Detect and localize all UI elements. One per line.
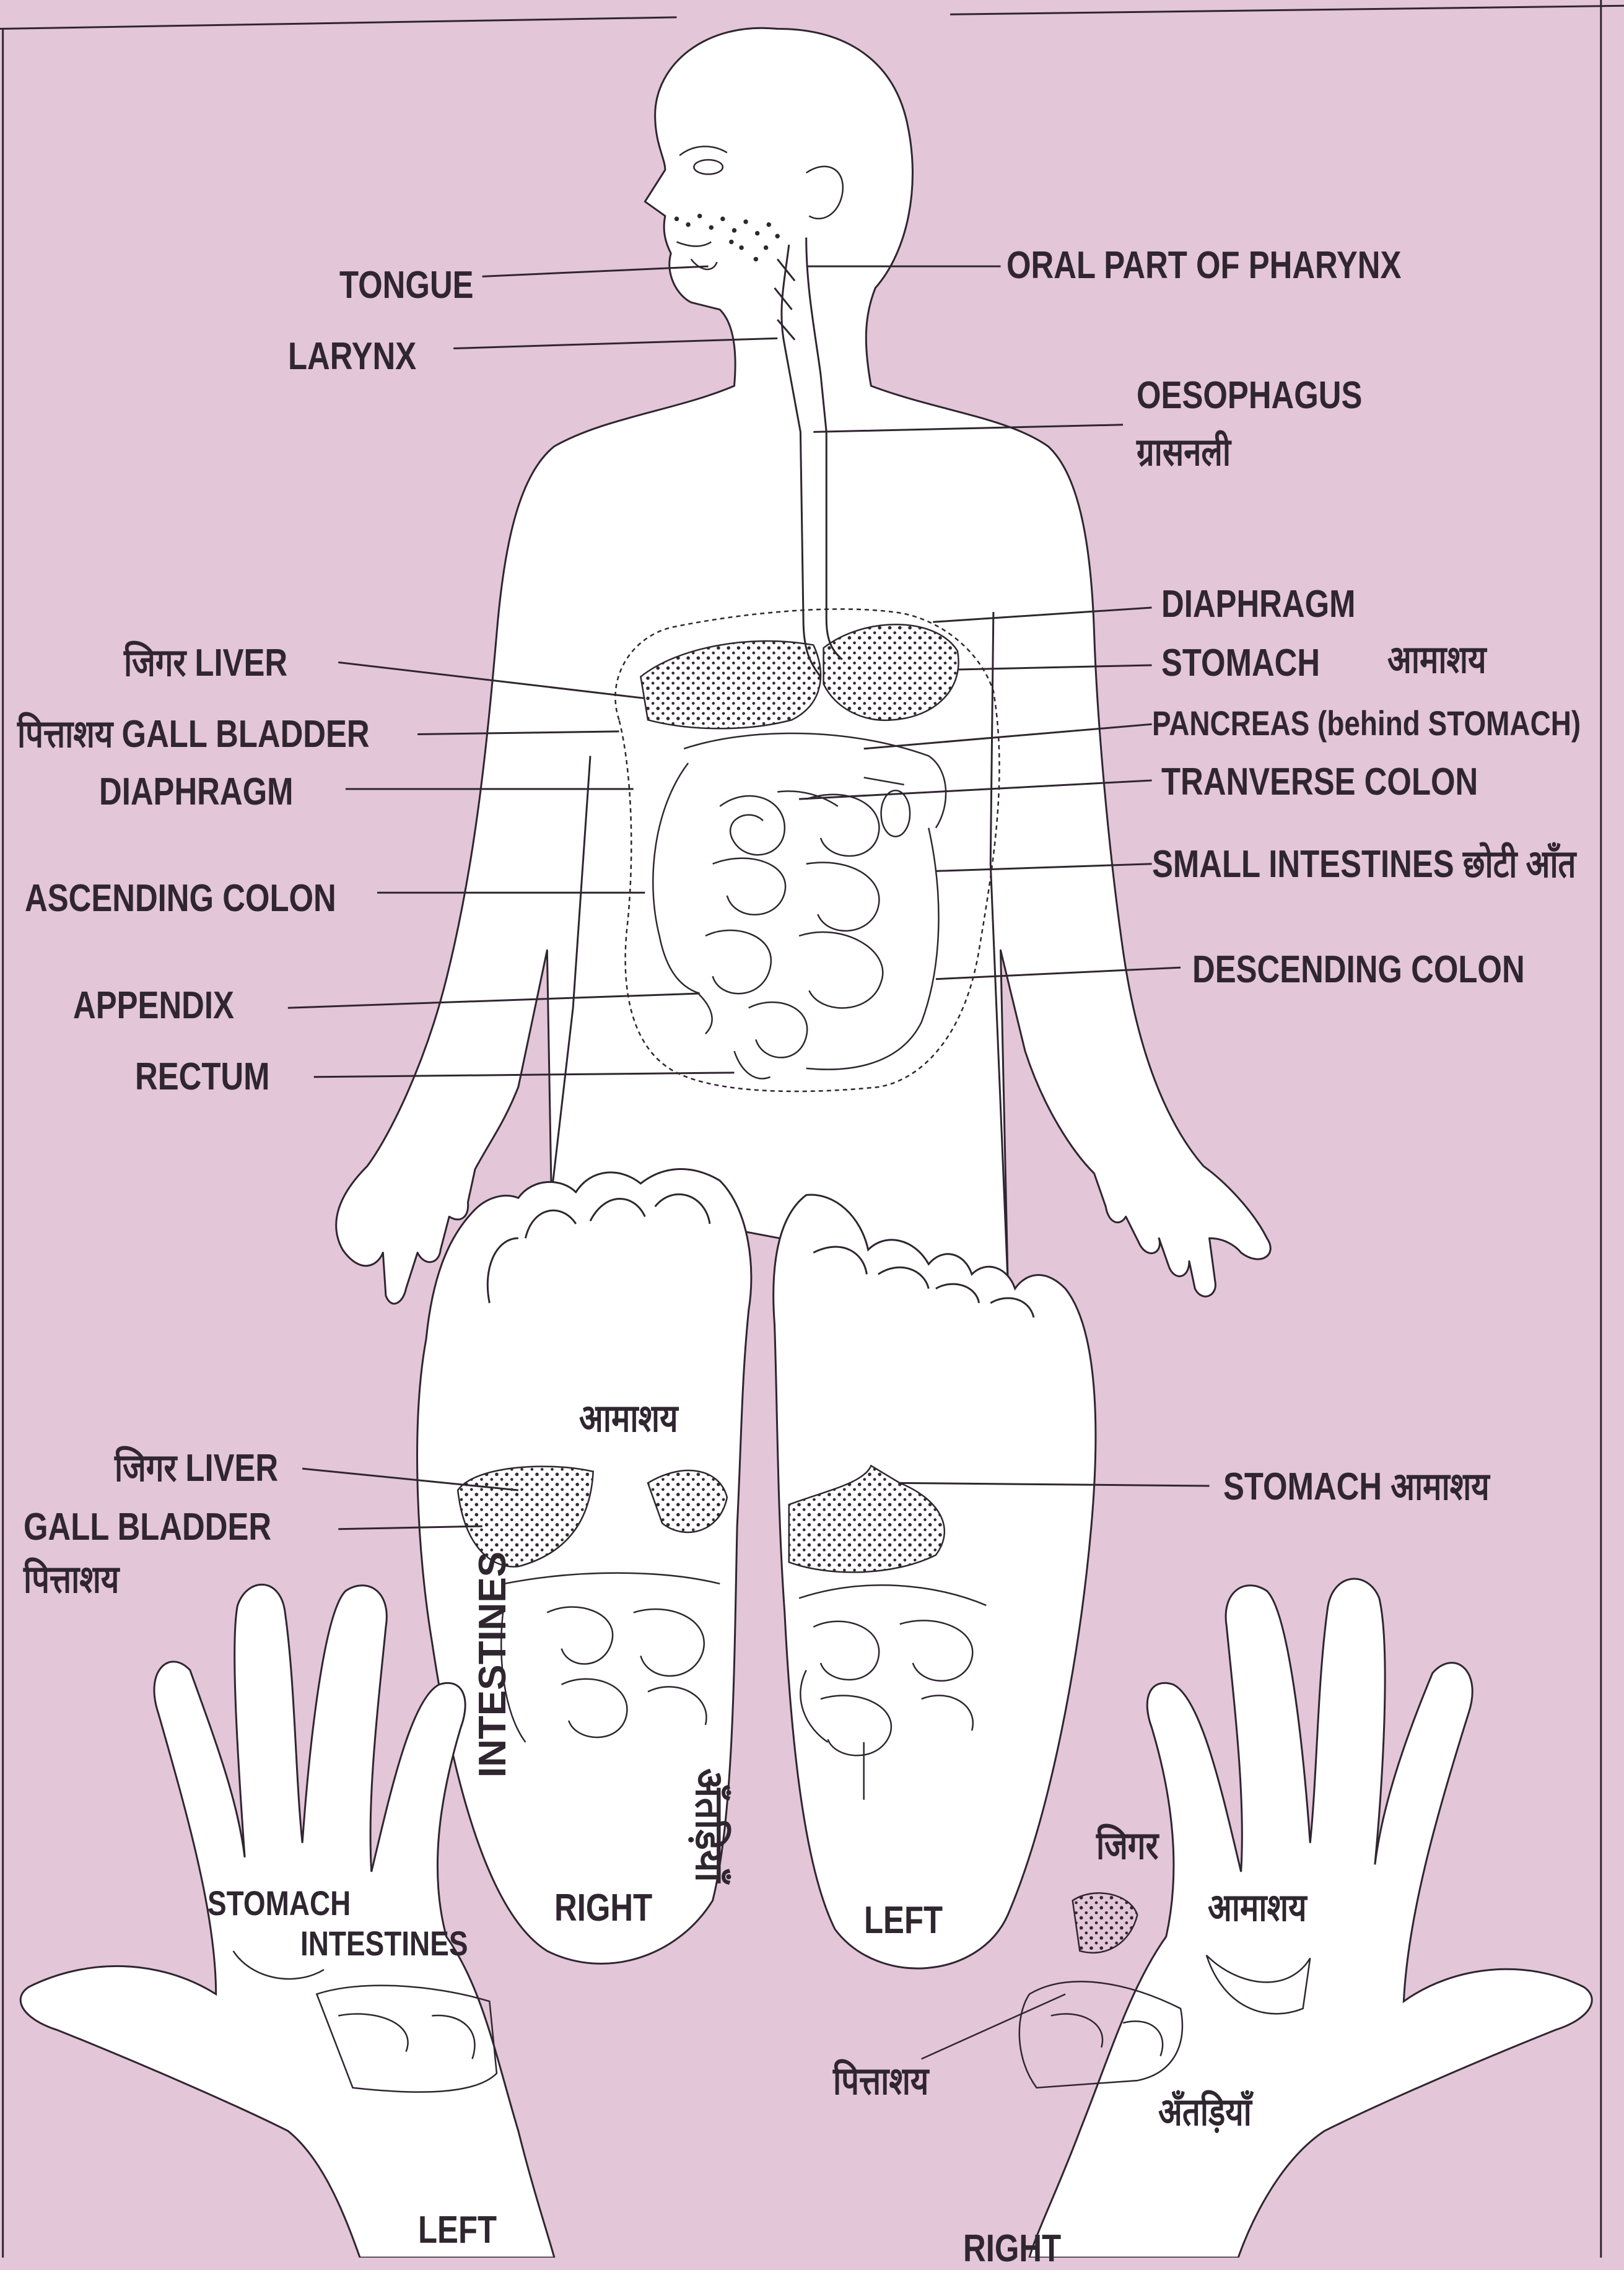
label-oral-pharynx: ORAL PART OF PHARYNX [1006, 244, 1402, 287]
label-diaphragm-right: DIAPHRAGM [1161, 583, 1356, 626]
label-hand-gall-bladder-hi: पित्ताशय [833, 2060, 929, 2103]
left-foot [774, 1195, 1096, 1968]
label-gall-bladder-body: पित्ताशय GALL BLADDER [17, 713, 370, 756]
label-left-foot: LEFT [864, 1899, 943, 1942]
right-foot [417, 1169, 751, 1963]
label-descending-colon: DESCENDING COLON [1192, 948, 1525, 991]
hand-liver-organ [1073, 1893, 1138, 1952]
label-larynx: LARYNX [288, 335, 417, 378]
label-hand-intestines: INTESTINES [300, 1924, 468, 1963]
label-appendix: APPENDIX [73, 984, 234, 1027]
label-rectum: RECTUM [135, 1055, 270, 1098]
abdomen-dashed-outline [615, 609, 999, 1091]
stomach-organ [824, 624, 959, 720]
label-liver-body: जिगर LIVER [124, 642, 288, 684]
label-diaphragm-left: DIAPHRAGM [99, 770, 294, 813]
label-foot-liver: जिगर LIVER [115, 1447, 279, 1490]
label-hand-liver-hi: जिगर [1096, 1825, 1159, 1867]
right-hand [1029, 1579, 1592, 2258]
leg-lines [551, 612, 1008, 1281]
label-left-hand: LEFT [418, 2209, 497, 2251]
label-stomach-body-hi: आमाशय [1387, 639, 1486, 681]
label-transverse-colon: TRANVERSE COLON [1161, 761, 1478, 803]
left-hand [20, 1584, 554, 2258]
label-stomach-body: STOMACH [1161, 642, 1321, 684]
label-foot-stomach-hi: आमाशय [579, 1397, 678, 1440]
label-pancreas: PANCREAS (behind STOMACH) [1152, 704, 1581, 743]
foot-intestines [501, 1573, 986, 1800]
label-oesophagus: OESOPHAGUS [1137, 374, 1363, 417]
label-hand-intestines-hi: अँतड़ियाँ [1158, 2091, 1252, 2134]
label-foot-intestines-hi-vertical: अँतड़ियाँ [688, 1768, 730, 1882]
foot-liver-organ [458, 1467, 593, 1567]
label-foot-intestines-vertical: INTESTINES [471, 1551, 514, 1778]
label-right-hand: RIGHT [963, 2227, 1062, 2270]
hand-organs [234, 1951, 1311, 2092]
beard-stubble [674, 213, 780, 262]
label-oesophagus-hi: ग्रासनली [1137, 431, 1231, 474]
face-details [677, 146, 843, 269]
label-ascending-colon: ASCENDING COLON [25, 877, 336, 920]
label-foot-gall-bladder: GALL BLADDER [24, 1506, 272, 1548]
label-foot-gall-bladder-hi: पित्ताशय [24, 1558, 120, 1601]
intestines-coils [653, 733, 946, 1078]
label-hand-stomach-hi: आमाशय [1208, 1887, 1307, 1929]
label-right-foot: RIGHT [554, 1887, 653, 1929]
label-small-intestines: SMALL INTESTINES छोटी आँत [1152, 843, 1576, 886]
foot-stomach-organ-right [648, 1470, 727, 1532]
label-foot-stomach-left: STOMACH आमाशय [1223, 1465, 1490, 1508]
leader-lines [288, 266, 1210, 1529]
foot-stomach-organ-left [789, 1465, 945, 1572]
label-hand-stomach: STOMACH [207, 1884, 351, 1923]
label-tongue: TONGUE [339, 264, 474, 307]
liver-organ [640, 641, 821, 728]
